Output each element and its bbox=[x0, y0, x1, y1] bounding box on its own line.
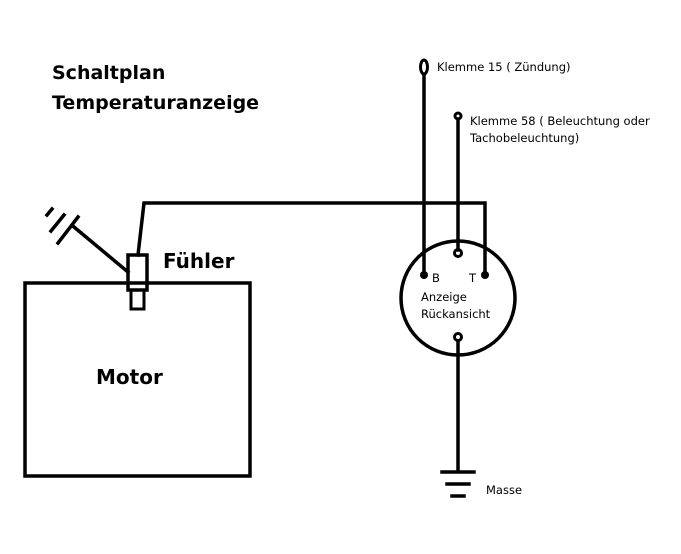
gauge-label-line-2: Rückansicht bbox=[421, 307, 491, 321]
motor-label: Motor bbox=[96, 365, 163, 389]
klemme15-terminal-icon bbox=[419, 58, 429, 76]
title-line-1: Schaltplan bbox=[52, 62, 165, 84]
terminal-b-icon bbox=[420, 271, 428, 279]
klemme15-label: Klemme 15 ( Zündung) bbox=[437, 60, 571, 74]
terminal-t-icon bbox=[481, 271, 489, 279]
klemme58-label-line-1: Klemme 58 ( Beleuchtung oder bbox=[470, 114, 650, 128]
ground-label: Masse bbox=[486, 483, 522, 497]
klemme58-terminal-icon bbox=[453, 111, 463, 121]
title-line-2: Temperaturanzeige bbox=[52, 92, 259, 114]
motor-block bbox=[23, 281, 252, 478]
sensor-label: Fühler bbox=[163, 249, 235, 273]
ground-icon bbox=[440, 470, 476, 498]
terminal-b-label: B bbox=[432, 271, 440, 285]
sensor-tip bbox=[129, 288, 146, 311]
terminal-t-label: T bbox=[468, 271, 477, 285]
gauge-label-line-1: Anzeige bbox=[421, 290, 467, 304]
sensor-ground-icon bbox=[44, 206, 131, 275]
signal-wire bbox=[136, 201, 487, 275]
terminal-light-icon bbox=[453, 248, 463, 258]
klemme58-label-line-2: Tachobeleuchtung) bbox=[469, 131, 579, 145]
